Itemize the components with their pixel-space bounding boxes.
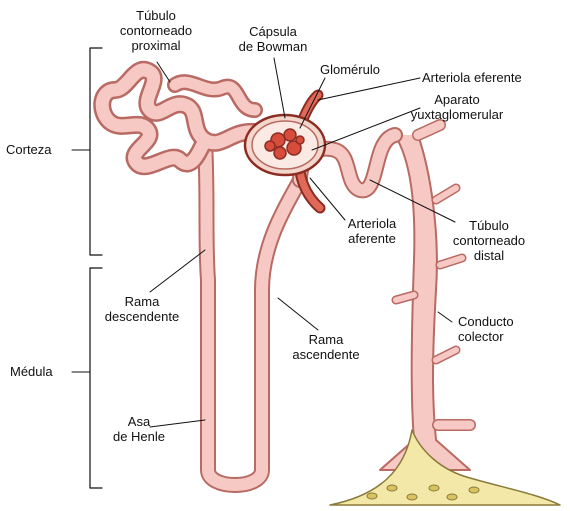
papilla-opening: [447, 494, 457, 500]
loop-of-henle: [205, 140, 300, 485]
label-descending-limb: Rama descendente: [92, 294, 192, 324]
label-distal-tubule: Túbulo contorneado distal: [442, 218, 536, 263]
label-collecting-duct: Conducto colector: [458, 314, 514, 344]
label-medulla: Médula: [10, 364, 53, 379]
label-ascending-limb: Rama ascendente: [278, 332, 374, 362]
papilla-opening: [469, 487, 479, 493]
papilla-opening: [367, 493, 377, 499]
label-bowman-capsule: Cápsula de Bowman: [228, 24, 318, 54]
label-efferent-arteriole: Arteriola eferente: [422, 70, 522, 85]
label-glomerulus: Glomérulo: [320, 62, 380, 77]
label-juxtaglomerular: Aparato yuxtaglomerular: [372, 92, 542, 122]
papilla-opening: [429, 485, 439, 491]
label-loop-of-henle: Asa de Henle: [106, 414, 172, 444]
papilla-opening: [387, 485, 397, 491]
papilla-opening: [407, 494, 417, 500]
label-proximal-tubule: Túbulo contorneado proximal: [100, 8, 212, 53]
label-afferent-arteriole: Arteriola aferente: [336, 216, 408, 246]
collecting-duct-branch: [418, 125, 440, 135]
renal-papilla: [330, 430, 560, 505]
label-cortex: Corteza: [6, 142, 52, 157]
